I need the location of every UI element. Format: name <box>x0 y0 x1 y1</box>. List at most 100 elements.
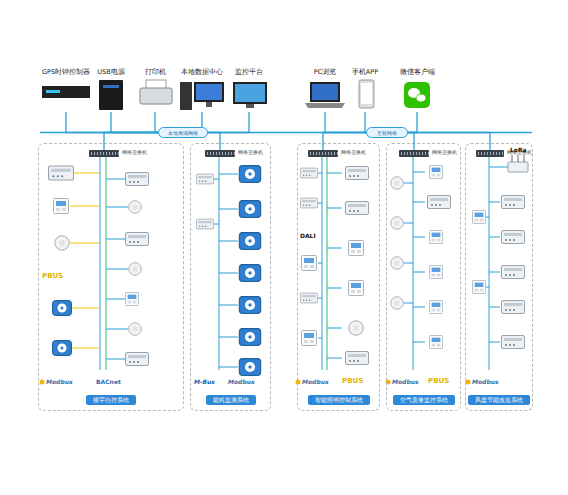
device-node: 监控平台 <box>229 68 269 112</box>
meter-module-icon <box>196 174 213 184</box>
switch-box: 网络交换机 <box>89 150 119 157</box>
monitor-frame <box>194 82 224 102</box>
lighting-module-icon <box>300 198 317 208</box>
bus-line <box>106 156 107 370</box>
panel-icon <box>472 210 485 223</box>
protocol-label: LoRa <box>510 146 527 154</box>
lighting-module-icon <box>300 293 317 303</box>
fan-coil-controller-icon <box>502 231 525 244</box>
network-connector <box>408 133 414 151</box>
air-sensor-icon <box>391 297 404 310</box>
network-label: 本地局域网络 <box>168 130 198 136</box>
panel-icon <box>302 331 317 346</box>
protocol-label: Modbus <box>46 378 73 386</box>
bus-line <box>219 156 220 370</box>
antenna-lines <box>512 155 524 162</box>
air-sensor-icon <box>391 177 404 190</box>
protocol-label: DALI <box>300 232 316 240</box>
bus-branches <box>214 174 238 367</box>
meter-icon <box>239 329 260 346</box>
system-panel: 智能照明控制系统网络交换机 <box>297 143 380 411</box>
laptop-screen <box>310 82 340 102</box>
device-node: 打印机 <box>135 68 175 112</box>
panel-icon <box>429 165 442 178</box>
protocol-label: M-Bus <box>194 378 215 386</box>
device-label: 打印机 <box>135 68 175 76</box>
controller-icon <box>126 233 149 246</box>
air-sensor-icon <box>391 257 404 270</box>
fan-coil-controller-icon <box>502 336 525 349</box>
sensor-icon <box>129 201 142 214</box>
meter-icon <box>239 297 260 314</box>
device-label: 本地数据中心 <box>176 68 228 76</box>
monitor-screen <box>196 84 222 100</box>
device-node: GPS时钟控制器 <box>38 68 94 112</box>
monitor-stand <box>246 104 254 108</box>
meter-icon <box>239 233 260 250</box>
network-bubble: 本地局域网络 <box>158 127 208 138</box>
device-label: 微信客户端 <box>394 68 440 76</box>
meter-icon <box>239 265 260 282</box>
network-connector <box>408 112 417 133</box>
sensor-icon <box>349 321 363 335</box>
protocol-label: Modbus <box>472 378 499 386</box>
meter-icon <box>239 359 260 376</box>
lighting-module-icon <box>300 168 317 178</box>
protocol-label: PBUS <box>42 272 63 280</box>
network-bubble: 互联网络 <box>366 127 408 138</box>
panel-icon <box>349 241 364 256</box>
pbus-branches <box>70 173 100 348</box>
bus-branches <box>318 173 342 358</box>
network-connector <box>201 112 202 127</box>
network-connector <box>208 112 249 133</box>
phone-screen <box>361 83 372 104</box>
system-panel: 风盘节能改造系统网络交换机 <box>465 143 533 411</box>
monitor-screen <box>235 84 265 102</box>
network-bus <box>40 132 532 133</box>
device-label: 手机APP <box>348 68 382 76</box>
panel-icon <box>429 265 442 278</box>
device-node: 手机APP <box>348 68 382 112</box>
bus-line <box>100 156 101 370</box>
panel-icon <box>429 300 442 313</box>
lora-gateway-icon <box>508 162 528 172</box>
laptop-base <box>305 103 345 108</box>
panel-icon <box>302 256 317 271</box>
network-connector <box>66 112 158 133</box>
meter-icon <box>239 201 260 218</box>
monitor-frame <box>233 82 267 104</box>
meter-icon <box>53 301 72 316</box>
gps-display <box>46 90 60 93</box>
system-panel: 空气质量监控系统网络交换机 <box>386 143 461 411</box>
server-tower <box>180 82 192 110</box>
controller-icon <box>49 166 74 180</box>
air-sensor-icon <box>391 217 404 230</box>
device-label: GPS时钟控制器 <box>38 68 94 76</box>
relay-module-icon <box>346 167 369 180</box>
panel-icon <box>472 280 485 293</box>
logo-sun <box>40 380 45 385</box>
switch-box: 网络交换机 <box>308 150 338 157</box>
network-connector <box>104 133 158 151</box>
controller-icon <box>126 173 149 186</box>
protocol-label: Modbus <box>392 378 419 386</box>
wechat-icon <box>404 82 430 108</box>
monitor-stand <box>206 102 212 107</box>
system-title: 能耗监测系统 <box>206 395 256 405</box>
switch-box: 网络交换机 <box>205 150 235 157</box>
protocol-label: BACnet <box>96 378 121 386</box>
network-connector <box>408 133 490 151</box>
wechat-bubble <box>416 94 426 102</box>
device-label: 监控平台 <box>229 68 269 76</box>
bus-line <box>327 156 328 370</box>
switch-box: 网络交换机 <box>399 150 429 157</box>
device-node: 本地数据中心 <box>176 68 228 112</box>
network-connector <box>323 133 366 151</box>
protocol-label: PBUS <box>428 377 449 385</box>
meter-module-icon <box>196 219 213 229</box>
relay-module-icon <box>346 352 369 365</box>
meter-icon <box>239 166 260 183</box>
network-connector <box>325 112 366 133</box>
protocol-label: Modbus <box>302 378 329 386</box>
